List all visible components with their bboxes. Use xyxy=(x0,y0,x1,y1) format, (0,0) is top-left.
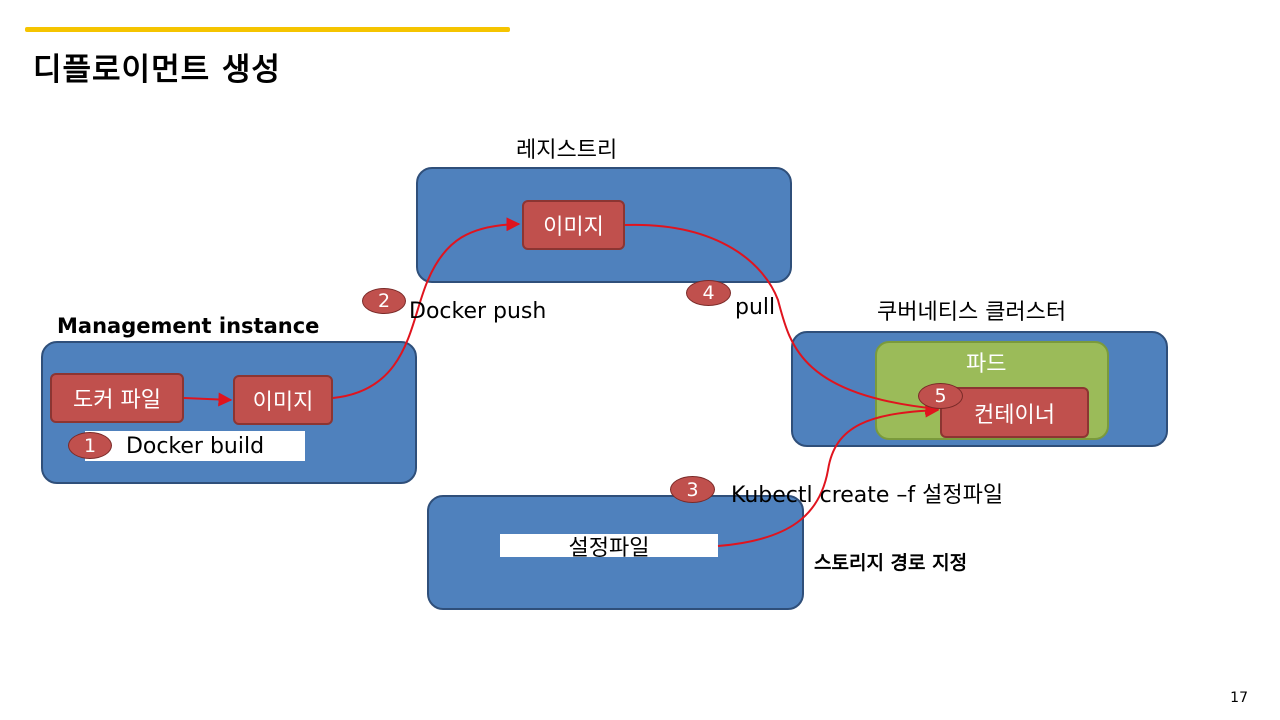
cluster-label: 쿠버네티스 클러스터 xyxy=(877,300,1067,325)
step-4-label: pull xyxy=(735,295,776,320)
step-3-badge: 3 xyxy=(670,476,715,503)
pod-label: 파드 xyxy=(966,352,1007,377)
page-number: 17 xyxy=(1230,690,1248,706)
page-title: 디플로이먼트 생성 xyxy=(33,52,281,88)
registry-label: 레지스트리 xyxy=(516,138,618,163)
step-4-badge: 4 xyxy=(686,280,731,306)
step-3-label: Kubectl create –f 설정파일 xyxy=(731,483,1004,508)
step-1-badge: 1 xyxy=(68,432,112,459)
accent-bar xyxy=(25,27,510,32)
management-label: Management instance xyxy=(57,314,320,338)
config-file-label: 설정파일 xyxy=(500,534,718,561)
registry-image: 이미지 xyxy=(522,200,625,250)
step-5-badge: 5 xyxy=(918,383,963,409)
management-image: 이미지 xyxy=(233,375,333,425)
container-node: 컨테이너 xyxy=(940,387,1089,438)
step-2-badge: 2 xyxy=(362,288,406,314)
step-2-label: Docker push xyxy=(409,299,547,324)
dockerfile-node: 도커 파일 xyxy=(50,373,184,423)
docker-build-label: Docker build xyxy=(85,431,305,461)
storage-label: 스토리지 경로 지정 xyxy=(814,552,968,574)
